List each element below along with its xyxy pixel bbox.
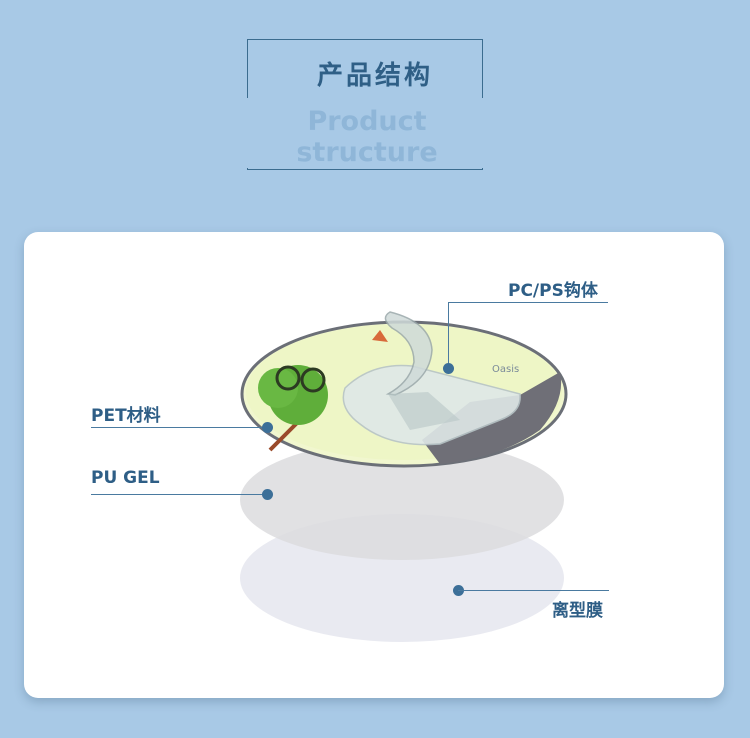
leader-line-hook-v bbox=[448, 302, 449, 368]
dot-hook bbox=[443, 363, 454, 374]
print-leaf bbox=[372, 330, 388, 342]
dot-gel bbox=[262, 489, 273, 500]
hook-neck bbox=[388, 392, 460, 430]
leader-line-hook-h bbox=[448, 302, 608, 303]
print-owl-eye-left bbox=[275, 365, 301, 391]
page-title: 产品结构 bbox=[316, 61, 433, 91]
title-frame-top bbox=[247, 39, 483, 98]
hook-arm bbox=[384, 311, 433, 396]
leader-line-release bbox=[458, 590, 609, 591]
leader-line-gel bbox=[91, 494, 267, 495]
page-subtitle: Product structure bbox=[240, 106, 494, 168]
label-release: 离型膜 bbox=[552, 601, 603, 621]
dot-pet bbox=[262, 422, 273, 433]
label-gel: PU GEL bbox=[91, 468, 160, 488]
label-hook: PC/PS钩体 bbox=[508, 281, 598, 301]
leader-line-pet bbox=[91, 427, 267, 428]
print-tree-crown-2 bbox=[258, 368, 298, 408]
print-owl-eye-right bbox=[300, 367, 326, 393]
pu-gel-layer bbox=[240, 440, 564, 560]
print-text: Oasis bbox=[492, 364, 519, 375]
label-pet: PET材料 bbox=[91, 406, 161, 426]
